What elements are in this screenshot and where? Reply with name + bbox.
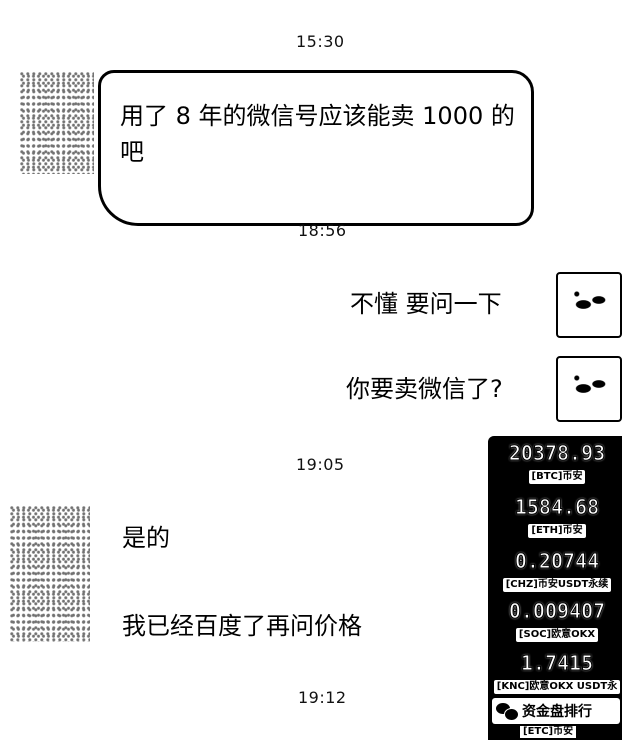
ticker-price: 1.7415 (520, 651, 594, 675)
ticker-tag: [BTC]币安 (528, 470, 586, 484)
ticker-item[interactable]: 0.20744 [CHZ]币安USDT永续 (490, 550, 622, 592)
timestamp: 19:05 (296, 455, 345, 474)
ticker-item[interactable]: 0.009407 [SOC]欧意OKX (490, 600, 622, 642)
timestamp: 15:30 (296, 32, 345, 51)
timestamp: 18:56 (298, 221, 347, 240)
ticker-price: 20378.93 (508, 441, 606, 465)
user-avatar-image (568, 288, 612, 318)
contact-avatar[interactable] (20, 72, 94, 174)
ticker-price: 1584.68 (514, 495, 600, 519)
message-text[interactable]: 是的 (122, 524, 170, 552)
contact-avatar[interactable] (10, 506, 90, 642)
user-avatar[interactable] (556, 356, 622, 422)
fund-ranking-button[interactable]: 资金盘排行 (492, 698, 620, 724)
user-avatar-image (568, 372, 612, 402)
user-avatar[interactable] (556, 272, 622, 338)
ticker-tag: [ETC]币安 (520, 726, 577, 738)
ticker-item[interactable]: 1584.68 [ETH]币安 (490, 496, 622, 538)
ticker-price: 0.20744 (514, 549, 600, 573)
ticker-item[interactable]: 1.7415 [KNC]欧意OKX USDT永 (490, 652, 622, 694)
ticker-tag: [SOC]欧意OKX (515, 628, 599, 642)
ticker-price: 0.009407 (508, 599, 606, 623)
message-text[interactable]: 我已经百度了再问价格 (122, 612, 362, 640)
ticker-tag: [KNC]欧意OKX USDT永 (493, 680, 621, 694)
wechat-icon (496, 702, 519, 721)
fund-ranking-label: 资金盘排行 (522, 704, 592, 720)
message-text[interactable]: 你要卖微信了? (346, 375, 503, 403)
timestamp: 19:12 (298, 688, 347, 707)
message-bubble[interactable] (98, 70, 534, 226)
crypto-ticker-panel[interactable]: 20378.93 [BTC]币安 1584.68 [ETH]币安 0.20744… (488, 436, 622, 740)
message-text: 用了 8 年的微信号应该能卖 1000 的吧 (120, 102, 515, 166)
ticker-tag: [CHZ]币安USDT永续 (502, 578, 612, 592)
ticker-tag: [ETH]币安 (528, 524, 586, 538)
message-text[interactable]: 不懂 要问一下 (350, 290, 502, 318)
ticker-item[interactable]: 20378.93 [BTC]币安 (490, 442, 622, 484)
